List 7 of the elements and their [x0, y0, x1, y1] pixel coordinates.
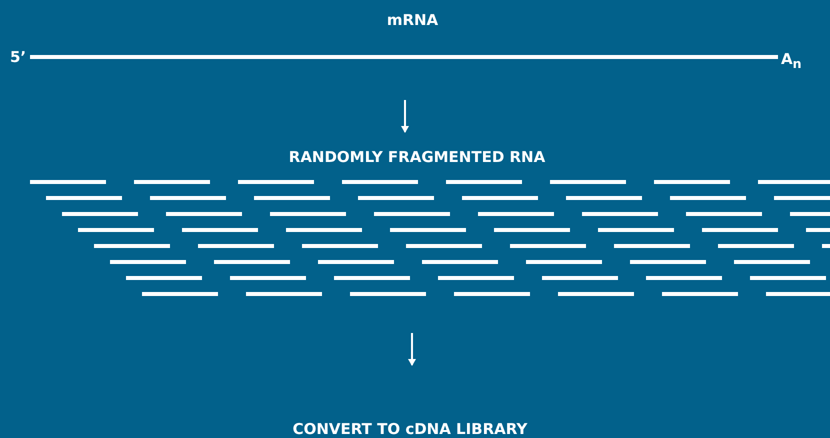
step-label: CONVERT TO cDNA LIBRARY: [292, 420, 528, 438]
arrow: [401, 100, 409, 133]
step-label: RANDOMLY FRAGMENTED RNA: [288, 148, 546, 166]
poly-a-tail-label: A$_{n}$: [781, 50, 802, 73]
step-label: mRNA: [386, 11, 440, 29]
arrow: [408, 333, 416, 366]
five-prime-end-label: 5’: [10, 48, 26, 66]
